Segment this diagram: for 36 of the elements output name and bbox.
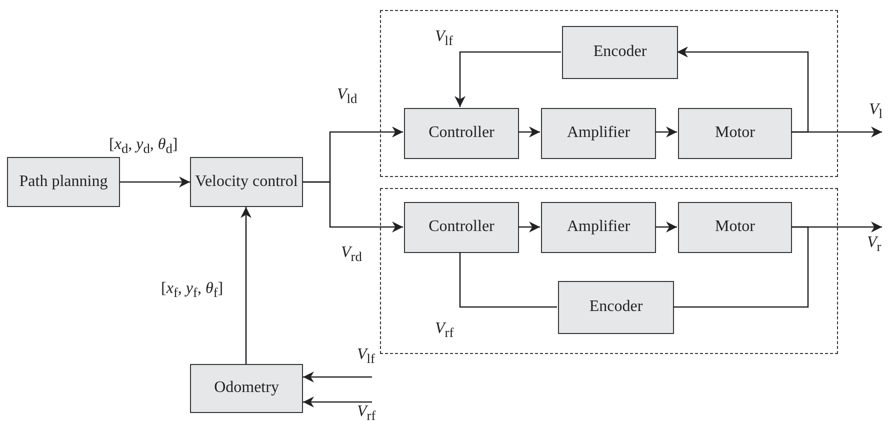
block-label: Encoder <box>592 43 648 62</box>
block-label: Controller <box>428 218 496 237</box>
block-label: Controller <box>428 124 496 143</box>
block-label: Velocity control <box>194 172 299 192</box>
arrow <box>240 207 252 364</box>
block-box <box>678 108 792 159</box>
block-box <box>562 26 678 79</box>
arrow <box>454 51 561 107</box>
block-label: Motor <box>714 218 756 237</box>
block-box <box>558 281 674 334</box>
arrow <box>791 126 882 138</box>
arrow <box>677 46 809 133</box>
dashed-group-box <box>380 188 838 354</box>
block-box <box>190 364 303 413</box>
block-box <box>7 157 120 207</box>
arrow <box>518 126 540 138</box>
arrow <box>303 181 403 232</box>
block-box <box>404 108 519 159</box>
arrow <box>655 222 677 232</box>
block-label: Encoder <box>588 298 644 317</box>
block-box <box>190 157 303 207</box>
arrow <box>120 176 190 188</box>
block-label: Amplifier <box>566 218 632 237</box>
arrow <box>303 372 372 382</box>
dashed-group-box <box>380 10 838 177</box>
block-label: Path planning <box>18 172 109 192</box>
block-label: Motor <box>714 124 756 143</box>
block-label: Odometry <box>213 379 280 398</box>
arrow <box>655 126 677 138</box>
arrow <box>518 222 540 232</box>
block-box <box>541 202 656 253</box>
block-box <box>404 202 519 253</box>
block-label: Amplifier <box>566 124 632 143</box>
arrow <box>303 396 372 408</box>
block-box <box>678 202 792 253</box>
block-box <box>541 108 656 159</box>
